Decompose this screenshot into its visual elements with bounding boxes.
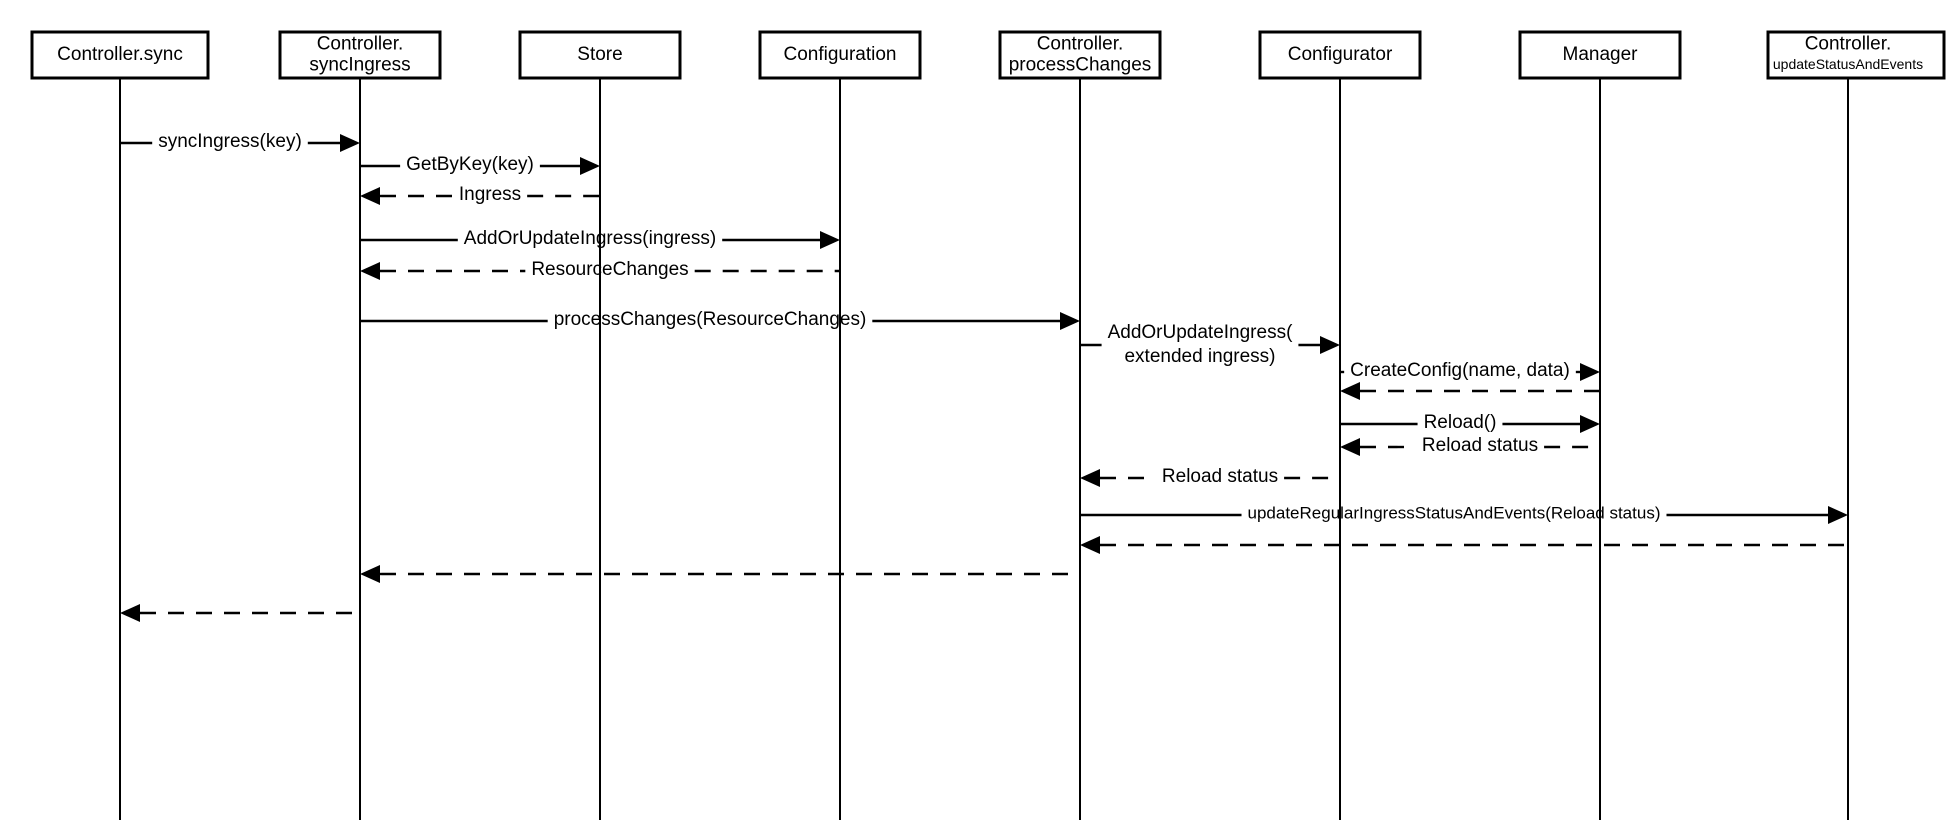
message-m6[interactable]: processChanges(ResourceChanges) [360, 309, 1080, 330]
message-m16[interactable] [120, 604, 360, 622]
arrowhead [1580, 363, 1600, 381]
message-m10[interactable]: Reload() [1340, 412, 1600, 433]
arrowhead [340, 134, 360, 152]
arrowhead [1080, 469, 1100, 487]
participant-label: Store [577, 44, 622, 65]
arrowhead [1828, 506, 1848, 524]
participant-box [30, 30, 210, 80]
lifelines-layer [119, 78, 1849, 820]
participant-box [1258, 30, 1422, 80]
arrowhead [1580, 415, 1600, 433]
participant-label: Controller. [1805, 34, 1892, 55]
message-label: extended ingress) [1124, 346, 1275, 367]
message-m9[interactable] [1340, 382, 1600, 400]
participant-label: Configurator [1288, 44, 1393, 65]
message-m5[interactable]: ResourceChanges [360, 259, 840, 280]
arrowhead [820, 231, 840, 249]
message-label: updateRegularIngressStatusAndEvents(Relo… [1248, 503, 1661, 522]
message-m13[interactable]: updateRegularIngressStatusAndEvents(Relo… [1080, 503, 1848, 524]
arrowhead [360, 187, 380, 205]
message-m8[interactable]: CreateConfig(name, data) [1340, 360, 1600, 381]
participant-configuration[interactable]: Configuration [758, 30, 922, 80]
message-m14[interactable] [1080, 536, 1848, 554]
messages-layer: syncIngress(key) GetByKey(key) IngressAddO… [120, 131, 1848, 622]
message-label: AddOrUpdateIngress(ingress) [464, 228, 716, 249]
participant-box [278, 30, 442, 80]
participant-label: Manager [1563, 44, 1639, 65]
message-m12[interactable]: Reload status [1080, 466, 1340, 487]
participant-manager[interactable]: Manager [1518, 30, 1682, 80]
message-label: Reload status [1422, 435, 1538, 456]
message-label: CreateConfig(name, data) [1350, 360, 1570, 381]
participant-box [1518, 30, 1682, 80]
message-label: Reload status [1162, 466, 1278, 487]
participant-label: processChanges [1009, 55, 1152, 76]
participant-store[interactable]: Store [518, 30, 682, 80]
message-label: processChanges(ResourceChanges) [554, 309, 867, 330]
participant-box [998, 30, 1162, 80]
participant-box [518, 30, 682, 80]
arrowhead [360, 565, 380, 583]
message-m4[interactable]: AddOrUpdateIngress(ingress) [360, 228, 840, 249]
arrowhead [360, 262, 380, 280]
participant-label: Controller. [1037, 34, 1124, 55]
message-m11[interactable]: Reload status [1340, 435, 1600, 456]
message-label: Ingress [459, 184, 521, 205]
arrowhead [1340, 438, 1360, 456]
message-m2[interactable]: GetByKey(key) [360, 154, 600, 175]
message-label: ResourceChanges [531, 259, 688, 280]
arrowhead [120, 604, 140, 622]
participant-label: Configuration [783, 44, 896, 65]
participant-label: updateStatusAndEvents [1773, 56, 1923, 72]
participant-ctrl-sync[interactable]: Controller.sync [30, 30, 210, 80]
participant-ctrl-updatestatus[interactable]: Controller.updateStatusAndEvents [1766, 30, 1946, 80]
participant-box [1766, 30, 1946, 80]
arrowhead [1340, 382, 1360, 400]
participant-configurator[interactable]: Configurator [1258, 30, 1422, 80]
arrowhead [1080, 536, 1100, 554]
message-label: AddOrUpdateIngress( [1108, 322, 1293, 343]
participant-label: Controller.sync [57, 44, 183, 65]
participant-label: Controller. [317, 34, 404, 55]
message-label: Reload() [1424, 412, 1497, 433]
participant-ctrl-processchanges[interactable]: Controller.processChanges [998, 30, 1162, 80]
message-m7[interactable]: AddOrUpdateIngress( extended ingress) [1080, 322, 1340, 367]
message-m3[interactable]: Ingress [360, 184, 600, 205]
arrowhead [580, 157, 600, 175]
message-m1[interactable]: syncIngress(key) [120, 131, 360, 152]
participant-label: syncIngress [309, 55, 410, 76]
participant-ctrl-syncingress[interactable]: Controller.syncIngress [278, 30, 442, 80]
arrowhead [1060, 312, 1080, 330]
message-label: syncIngress(key) [158, 131, 302, 152]
participant-box [758, 30, 922, 80]
message-m15[interactable] [360, 565, 1080, 583]
message-label: GetByKey(key) [406, 154, 534, 175]
arrowhead [1320, 336, 1340, 354]
